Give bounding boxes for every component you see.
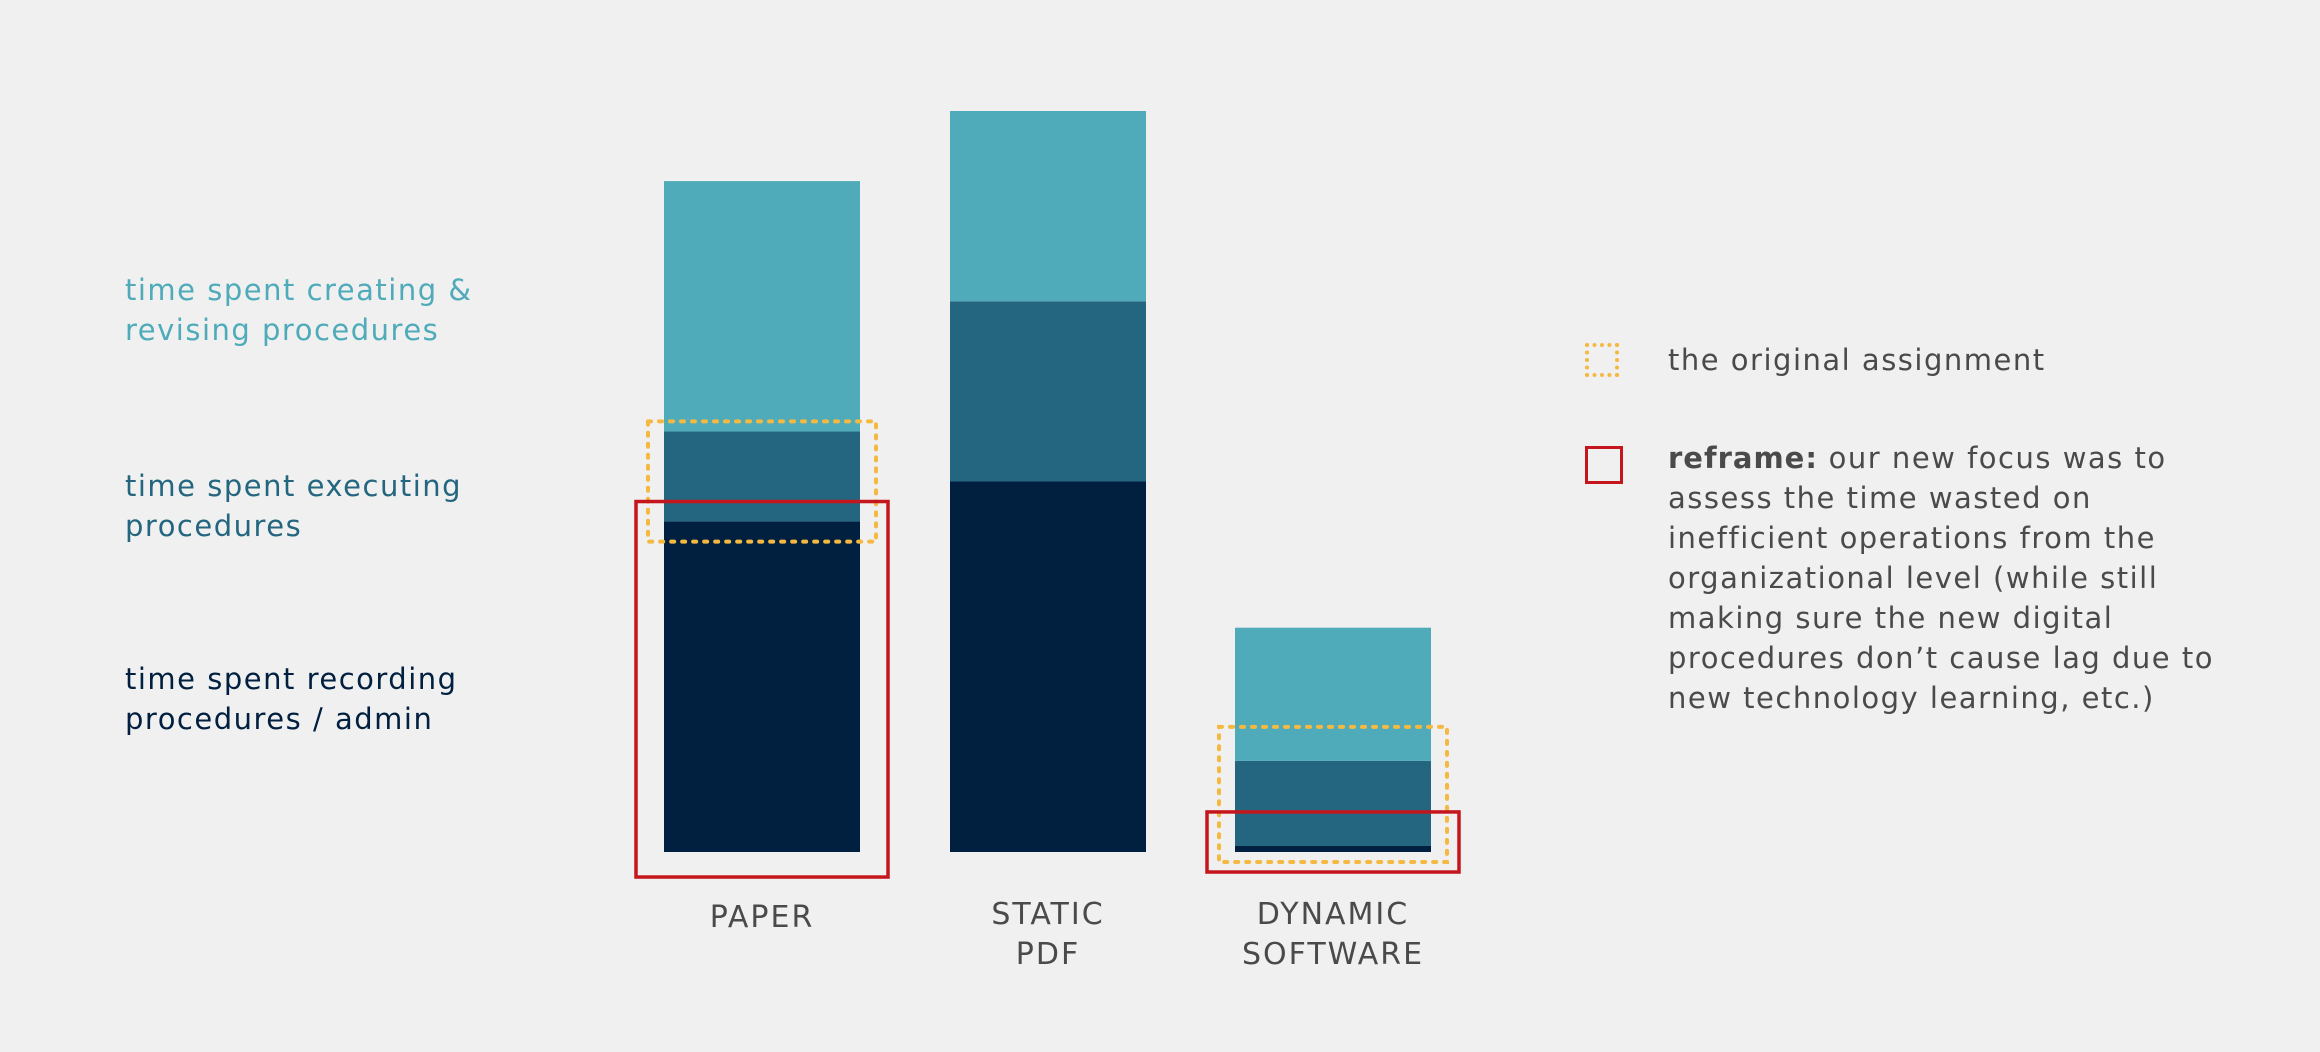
- category-label-dynamic-software: DYNAMIC SOFTWARE: [1241, 897, 1425, 972]
- bar-segment-creating-0: [664, 181, 860, 432]
- bar-segment-recording-0: [664, 521, 860, 852]
- reframe-box-3: [1205, 810, 1461, 874]
- series-label-recording-line2: procedures / admin: [125, 702, 434, 736]
- bar-segment-executing-1: [950, 301, 1146, 482]
- series-label-creating-line1: time spent creating &: [125, 273, 473, 307]
- reframe-box-1: [634, 499, 890, 879]
- series-label-recording: time spent recording procedures / admin: [125, 659, 545, 739]
- category-label-static-pdf: STATIC PDF: [991, 897, 1105, 972]
- legend-reframe-bold: reframe:: [1668, 441, 1818, 475]
- bar-segment-recording-1: [950, 481, 1146, 852]
- series-label-executing: time spent executing procedures: [125, 466, 545, 546]
- bar-segment-recording-2: [1235, 845, 1431, 852]
- series-label-executing-line2: procedures: [125, 509, 303, 543]
- red-square-icon: [1585, 446, 1623, 484]
- series-label-executing-line1: time spent executing: [125, 469, 463, 503]
- original-assignment-box-0: [646, 419, 878, 544]
- series-label-creating: time spent creating & revising procedure…: [125, 270, 545, 350]
- category-label-paper: PAPER: [709, 900, 815, 935]
- bar-segment-executing-0: [664, 431, 860, 522]
- bar-segment-executing-2: [1235, 760, 1431, 846]
- dotted-square-icon: [1585, 343, 1619, 377]
- legend-reframe-body: our new focus was to assess the time was…: [1668, 441, 2214, 715]
- legend-reframe-text: reframe: our new focus was to assess the…: [1668, 438, 2228, 718]
- original-assignment-box-2: [1217, 724, 1449, 865]
- series-label-creating-line2: revising procedures: [125, 313, 440, 347]
- bar-segment-creating-1: [950, 111, 1146, 302]
- bar-segment-creating-2: [1235, 627, 1431, 761]
- series-label-recording-line1: time spent recording: [125, 662, 458, 696]
- legend-original-assignment-text: the original assignment: [1668, 343, 2046, 377]
